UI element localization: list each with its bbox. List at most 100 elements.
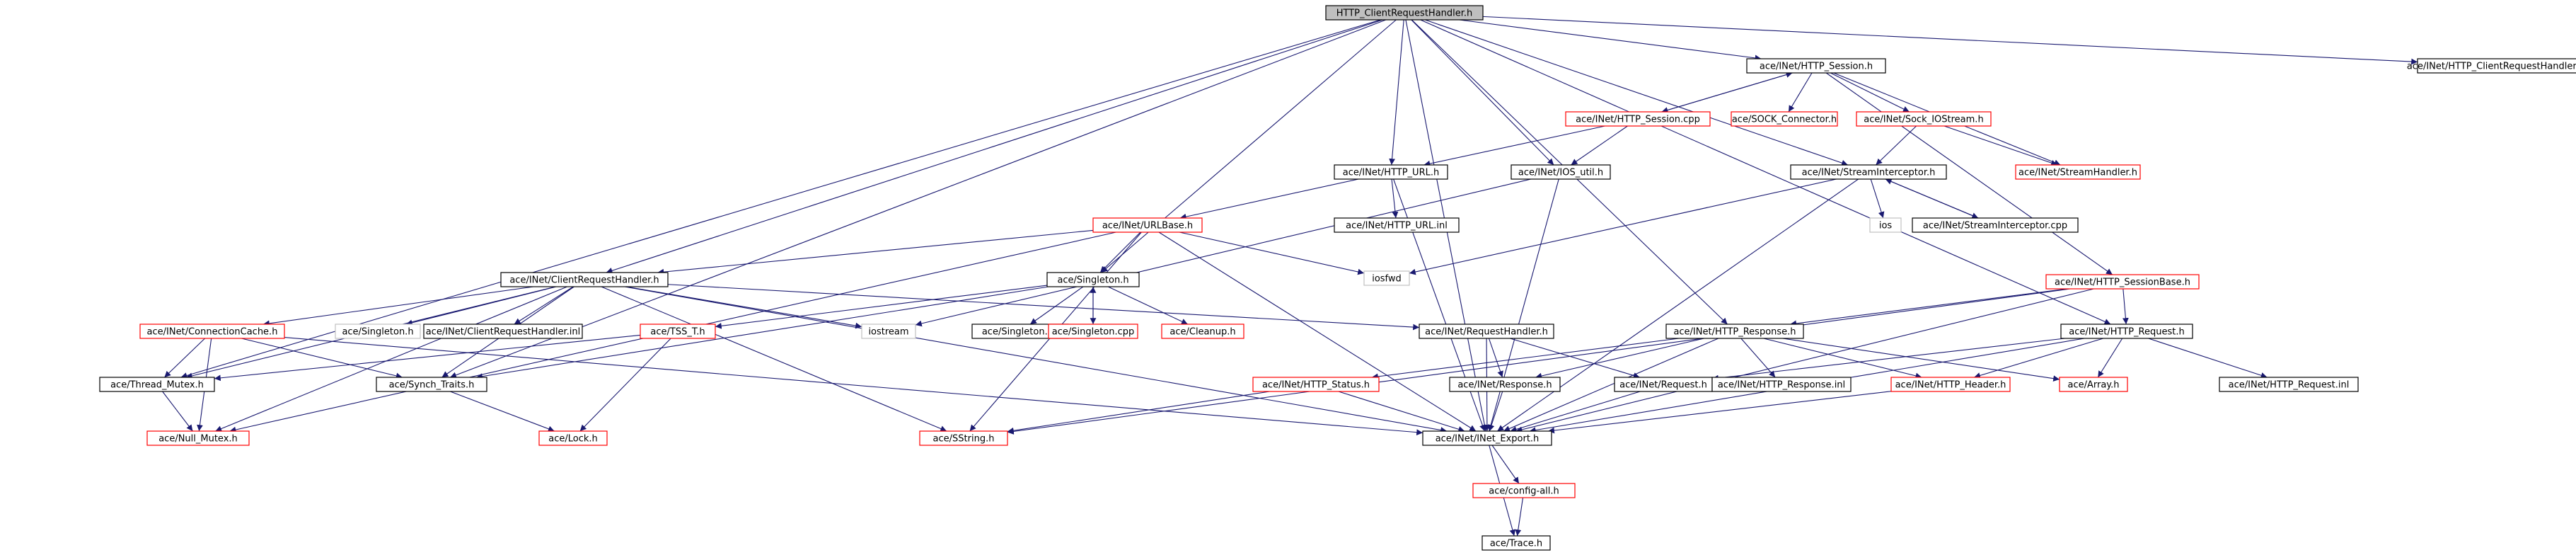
- node-iosfwd[interactable]: iosfwd: [1363, 270, 1410, 286]
- node-cleanup[interactable]: ace/Cleanup.h: [1161, 324, 1244, 339]
- edge-line: [1487, 178, 1559, 432]
- edge-line: [1158, 231, 1477, 432]
- edge-req_h-to-req_inl: [2148, 338, 2268, 379]
- edge-iosutil-to-iostream: [915, 178, 1531, 327]
- node-ios[interactable]: ios: [1869, 217, 1902, 233]
- edge-streamint-to-export: [1497, 178, 1859, 432]
- node-singleton_inl[interactable]: ace/Singleton.inl: [971, 324, 1069, 339]
- node-url_h[interactable]: ace/INet/HTTP_URL.h: [1334, 164, 1448, 180]
- node-crh[interactable]: ace/INet/ClientRequestHandler.h: [500, 272, 669, 287]
- edge-root-to-url_h: [1389, 19, 1404, 166]
- node-box: [1746, 58, 1886, 74]
- node-request[interactable]: ace/INet/Request.h: [1614, 377, 1713, 392]
- edge-line: [476, 286, 1049, 379]
- edge-reqhandler-to-response: [1488, 338, 1503, 378]
- node-singleton_cpp[interactable]: ace/Singleton.cpp: [1048, 324, 1138, 339]
- node-sock_conn[interactable]: ace/SOCK_Connector.h: [1731, 111, 1838, 127]
- node-box: [376, 377, 487, 392]
- edge-conncache-to-export: [284, 336, 1423, 436]
- node-synch[interactable]: ace/Synch_Traits.h: [376, 377, 487, 392]
- edge-line: [1870, 178, 1885, 219]
- node-tss[interactable]: ace/TSS_T.h: [640, 324, 716, 339]
- node-sock_io[interactable]: ace/INet/Sock_IOStream.h: [1856, 111, 1992, 127]
- node-box: [500, 272, 669, 287]
- node-sstring[interactable]: ace/SString.h: [919, 430, 1008, 446]
- node-streamint[interactable]: ace/INet/StreamInterceptor.h: [1790, 164, 1947, 180]
- node-crh_inl_top[interactable]: ace/INet/HTTP_ClientRequestHandler.inl: [2407, 58, 2576, 74]
- node-crh_inl[interactable]: ace/INet/ClientRequestHandler.inl: [423, 324, 583, 339]
- node-resp_inl[interactable]: ace/INet/HTTP_Response.inl: [1711, 377, 1852, 392]
- node-label: ace/Array.h: [2067, 380, 2119, 391]
- edge-line: [1515, 497, 1524, 537]
- edge-line: [1338, 391, 1465, 433]
- node-label: ace/INet/Sock_IOStream.h: [1864, 115, 1983, 125]
- node-box: [1711, 377, 1852, 392]
- edge-sessbase-to-req_h: [2122, 288, 2129, 325]
- node-resp_h[interactable]: ace/INet/HTTP_Response.h: [1665, 324, 1804, 339]
- node-sess_cpp[interactable]: ace/INet/HTTP_Session.cpp: [1565, 111, 1711, 127]
- node-box: [2417, 58, 2576, 74]
- edge-line: [624, 286, 1448, 433]
- edge-line: [625, 286, 862, 329]
- node-label: ace/Cleanup.h: [1169, 327, 1235, 338]
- node-singleton[interactable]: ace/Singleton.h: [1046, 272, 1140, 287]
- node-box: [1046, 272, 1140, 287]
- node-header[interactable]: ace/INet/HTTP_Header.h: [1890, 377, 2011, 392]
- edge-sess_cpp-to-sess_h: [1661, 71, 1793, 113]
- edge-line: [579, 338, 671, 432]
- node-streamhandler[interactable]: ace/INet/StreamHandler.h: [2015, 164, 2141, 180]
- node-label: ace/INet/ClientRequestHandler.inl: [426, 327, 581, 338]
- node-streamint_cpp[interactable]: ace/INet/StreamInterceptor.cpp: [1912, 217, 2079, 233]
- node-sess_h[interactable]: ace/INet/HTTP_Session.h: [1746, 58, 1886, 74]
- edge-line: [1711, 338, 2065, 382]
- node-iostream[interactable]: iostream: [861, 324, 916, 339]
- edge-sock_io-to-streamint: [1876, 125, 1917, 166]
- node-label: ace/INet/ConnectionCache.h: [147, 327, 278, 338]
- node-sessbase[interactable]: ace/INet/HTTP_SessionBase.h: [2045, 274, 2200, 290]
- edge-req_h-to-header: [1974, 338, 2103, 379]
- edge-line: [1763, 338, 1922, 379]
- node-status[interactable]: ace/INet/HTTP_Status.h: [1252, 377, 1380, 392]
- node-box: [1731, 111, 1838, 127]
- node-reqhandler[interactable]: ace/INet/RequestHandler.h: [1419, 324, 1554, 339]
- edge-streamint_cpp-to-streamint: [1885, 178, 1979, 219]
- edge-sess_h-to-sessbase: [1825, 72, 2113, 275]
- node-req_inl[interactable]: ace/INet/HTTP_Request.inl: [2219, 377, 2359, 392]
- node-box: [2015, 164, 2141, 180]
- edge-line: [180, 19, 1381, 379]
- node-conncache[interactable]: ace/INet/ConnectionCache.h: [139, 324, 285, 339]
- node-box: [1048, 324, 1138, 339]
- node-trace[interactable]: ace/Trace.h: [1482, 535, 1551, 551]
- node-label: ace/INet/HTTP_Session.cpp: [1576, 115, 1700, 125]
- edge-line: [1409, 178, 1837, 275]
- edge-resp_h-to-resp_inl: [1740, 338, 1776, 378]
- node-label: ace/INet/HTTP_Request.h: [2069, 327, 2184, 338]
- node-box: [1890, 377, 2011, 392]
- node-array[interactable]: ace/Array.h: [2059, 377, 2128, 392]
- node-response[interactable]: ace/INet/Response.h: [1449, 377, 1561, 392]
- node-url_inl[interactable]: ace/INet/HTTP_URL.inl: [1334, 217, 1460, 233]
- node-label: ace/Null_Mutex.h: [158, 434, 238, 445]
- node-export[interactable]: ace/INet/INet_Export.h: [1422, 430, 1552, 446]
- edge-line: [1497, 178, 1859, 432]
- edge-crh-to-iostream: [625, 286, 862, 329]
- node-thread_mutex[interactable]: ace/Thread_Mutex.h: [99, 377, 215, 392]
- edge-line: [1830, 72, 1910, 113]
- node-box: [1092, 217, 1203, 233]
- node-config[interactable]: ace/config-all.h: [1472, 483, 1576, 498]
- node-req_h[interactable]: ace/INet/HTTP_Request.h: [2060, 324, 2193, 339]
- node-null_mutex[interactable]: ace/Null_Mutex.h: [146, 430, 250, 446]
- node-ace_singleton[interactable]: ace/Singleton.h: [335, 324, 421, 339]
- node-box: [1449, 377, 1561, 392]
- edge-line: [241, 338, 403, 379]
- edge-sess_cpp-to-url_h: [1423, 125, 1605, 167]
- edge-resp_h-to-response: [1535, 338, 1704, 379]
- node-lock[interactable]: ace/Lock.h: [538, 430, 608, 446]
- node-label: ace/INet/HTTP_URL.inl: [1346, 221, 1448, 231]
- node-iosutil[interactable]: ace/INet/IOS_util.h: [1511, 164, 1611, 180]
- edge-root-to-sess_h: [1459, 19, 1762, 62]
- node-box: [1912, 217, 2079, 233]
- edge-iosutil-to-export: [1487, 178, 1559, 432]
- edge-line: [606, 19, 1383, 274]
- node-urlbase[interactable]: ace/INet/URLBase.h: [1092, 217, 1203, 233]
